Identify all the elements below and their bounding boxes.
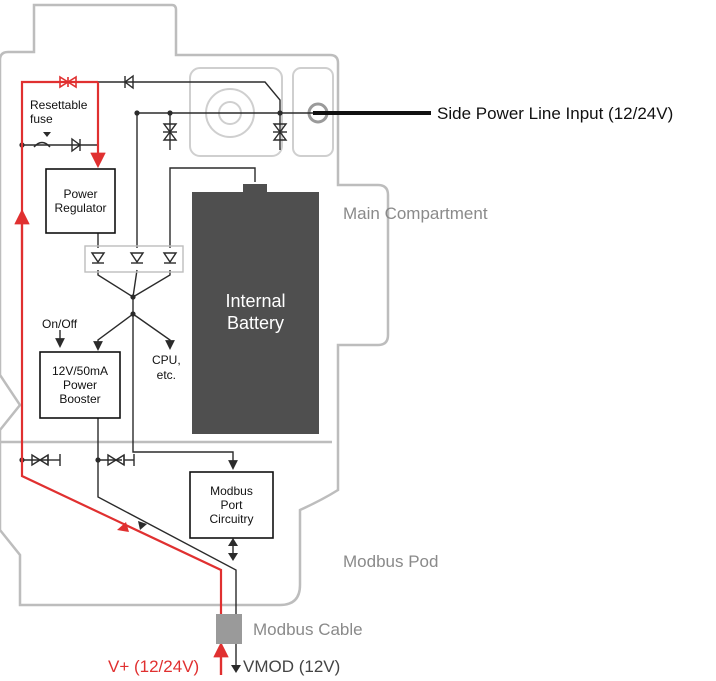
on-off-label: On/Off <box>42 317 78 331</box>
modbus-arrow-down <box>228 553 238 561</box>
red-diode <box>59 75 77 89</box>
or-diodes <box>90 252 178 264</box>
cpu-label: CPU, etc. <box>152 353 181 382</box>
pod-switch-left <box>31 453 61 467</box>
modbus-cable-plug <box>216 614 242 644</box>
power-booster-label: 12V/50mA Power Booster <box>51 364 109 406</box>
connector-socket-left <box>189 67 283 157</box>
tvs-diode-2 <box>272 123 288 141</box>
power-booster-box <box>39 351 121 419</box>
resettable-fuse-label: Resettable fuse <box>30 98 88 126</box>
v-plus-label: V+ (12/24V) <box>108 657 200 676</box>
vmod-arrow <box>231 665 241 673</box>
battery-body <box>192 192 319 434</box>
power-regulator-label: Power Regulator <box>54 187 107 215</box>
diode-top <box>123 74 134 90</box>
modbus-port-label: Modbus Port Circuitry <box>209 484 254 526</box>
fuse-marker <box>43 132 51 137</box>
pod-switch-right <box>107 453 135 467</box>
tvs-diode-1 <box>162 123 178 141</box>
modbus-port-box <box>189 471 274 539</box>
modbus-arrow-up <box>228 538 238 546</box>
vmod-label: VMOD (12V) <box>243 657 341 676</box>
housing-outline <box>0 3 390 607</box>
battery-terminal <box>243 184 267 194</box>
pod-arrow-red <box>117 522 129 532</box>
main-compartment-label: Main Compartment <box>343 204 488 223</box>
power-regulator-box <box>45 168 116 234</box>
diode-fuse <box>71 137 82 153</box>
resettable-fuse-symbol <box>33 141 51 148</box>
modbus-cable-label: Modbus Cable <box>253 620 363 639</box>
modbus-pod-label: Modbus Pod <box>343 552 439 571</box>
pod-arrow-black <box>138 521 147 530</box>
diode-group-box <box>84 245 184 273</box>
side-power-input-label: Side Power Line Input (12/24V) <box>437 104 674 123</box>
internal-battery-label: Internal Battery <box>225 291 286 333</box>
